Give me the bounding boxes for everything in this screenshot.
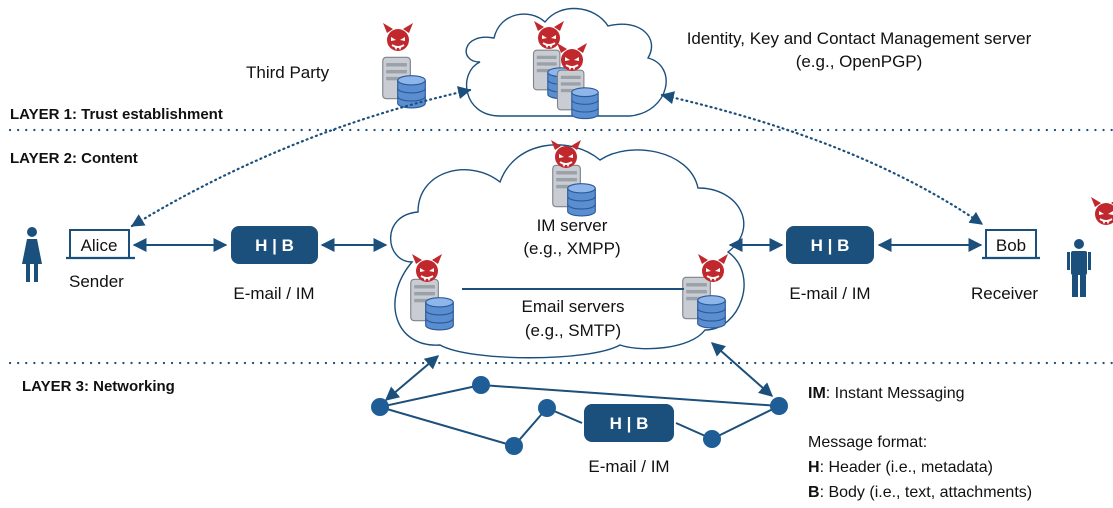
legend-im-value: : Instant Messaging: [826, 385, 965, 402]
server-icon: [382, 56, 426, 109]
network-node-icon: [472, 376, 490, 394]
legend: IM: Instant Messaging Message format: H:…: [808, 385, 1032, 501]
hb-label-left: H | B: [255, 236, 294, 255]
net-right-arrow: [710, 342, 774, 397]
msg-caption-left: E-mail / IM: [233, 284, 314, 303]
layer2-label: LAYER 2: Content: [10, 150, 138, 167]
legend-im-key: IM: [808, 385, 826, 402]
receiver-label: Receiver: [971, 284, 1038, 303]
hb-box-right: [786, 226, 874, 264]
legend-im: IM: Instant Messaging: [808, 385, 965, 402]
legend-format-title: Message format:: [808, 434, 927, 451]
alice-box: [69, 229, 130, 259]
sender-label: Sender: [69, 272, 124, 291]
alice-label: Alice: [81, 236, 118, 255]
email-server-label: Email servers: [522, 297, 625, 316]
female-person-icon: [22, 227, 42, 282]
identity-server-example: (e.g., OpenPGP): [796, 52, 923, 71]
network-node-icon: [538, 399, 556, 417]
content-server-cloud: [390, 144, 745, 359]
devil-icon: [1090, 196, 1113, 226]
legend-b-value: : Body (i.e., text, attachments): [820, 484, 1033, 501]
legend-b-key: B: [808, 484, 820, 501]
im-server-example: (e.g., XMPP): [523, 239, 620, 258]
network-node-icon: [703, 430, 721, 448]
im-server-label: IM server: [537, 216, 608, 235]
layer3-label: LAYER 3: Networking: [22, 378, 175, 395]
msg-caption-network: E-mail / IM: [588, 457, 669, 476]
legend-header: H: Header (i.e., metadata): [808, 459, 993, 476]
third-party-label: Third Party: [246, 63, 330, 82]
network-nodes: [371, 376, 788, 455]
hb-box-network: [584, 404, 674, 442]
network-node-icon: [770, 397, 788, 415]
network-node-icon: [505, 437, 523, 455]
devil-icon: [382, 22, 414, 52]
email-server-example: (e.g., SMTP): [525, 321, 621, 340]
legend-h-key: H: [808, 459, 820, 476]
bob-label: Bob: [996, 236, 1026, 255]
msg-caption-right: E-mail / IM: [789, 284, 870, 303]
male-person-icon: [1067, 239, 1091, 297]
third-party-server: [382, 56, 426, 109]
hb-label-network: H | B: [610, 414, 649, 433]
alice-trust-arrow: [130, 86, 472, 228]
net-left-arrow: [384, 355, 440, 401]
identity-server-label: Identity, Key and Contact Management ser…: [687, 29, 1032, 48]
network-node-icon: [371, 398, 389, 416]
hb-label-right: H | B: [811, 236, 850, 255]
hb-box-left: [231, 226, 318, 264]
layer1-label: LAYER 1: Trust establishment: [10, 106, 223, 123]
legend-h-value: : Header (i.e., metadata): [820, 459, 993, 476]
legend-body: B: Body (i.e., text, attachments): [808, 484, 1032, 501]
